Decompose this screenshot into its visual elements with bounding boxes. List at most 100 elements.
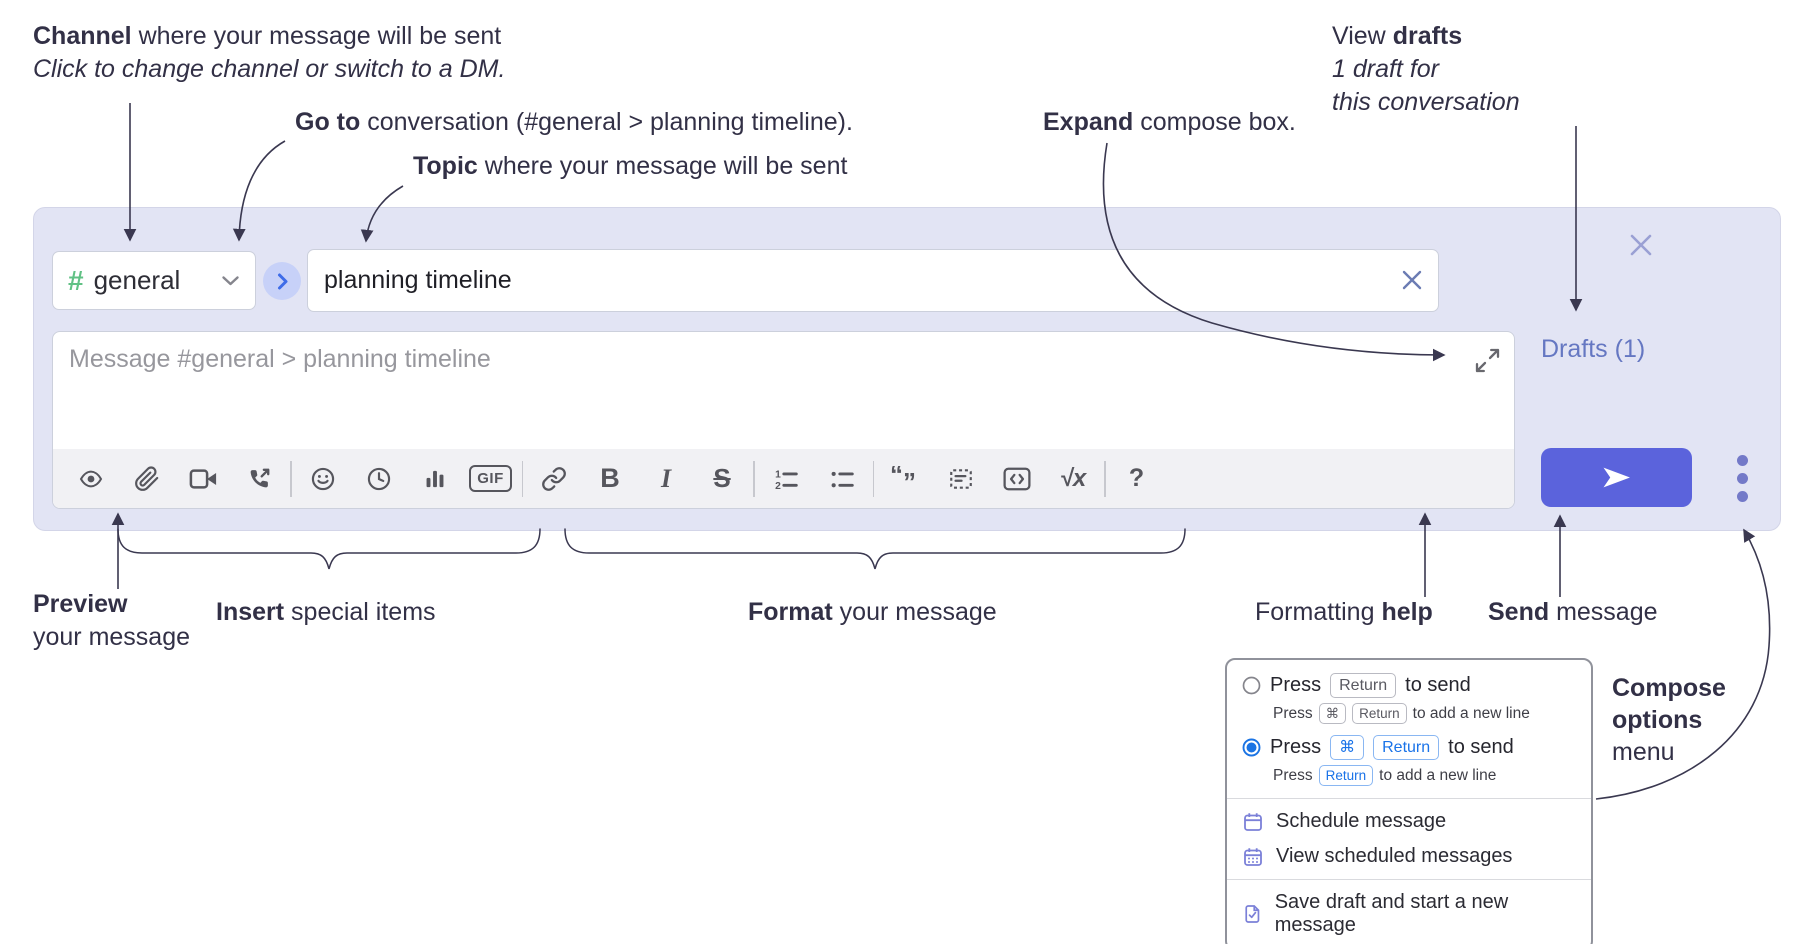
menu-text: Press	[1273, 766, 1313, 784]
strikethrough-icon[interactable]: S	[713, 463, 731, 493]
annotation-expand-lead: Expand	[1043, 108, 1134, 136]
annotation-insert: Insert special items	[216, 596, 436, 629]
compose-options-popup: Press Return to send Press ⌘ Return to a…	[1225, 658, 1593, 944]
drafts-link[interactable]: Drafts (1)	[1541, 335, 1646, 363]
option-enter-sends[interactable]: Press Return to send	[1227, 669, 1591, 702]
compose-box: # general	[33, 207, 1781, 531]
annotation-preview-line2: your message	[33, 623, 191, 651]
video-call-icon[interactable]	[175, 458, 231, 500]
preview-eye-icon[interactable]	[63, 458, 119, 500]
menu-divider	[1227, 879, 1591, 880]
spoiler-icon[interactable]	[933, 458, 989, 500]
key-return: Return	[1318, 765, 1374, 786]
annotation-compose-options-line3: menu	[1612, 738, 1675, 766]
annotation-compose-options-line1: Compose	[1612, 674, 1726, 702]
message-input[interactable]	[53, 332, 1514, 449]
toolbar-separator	[290, 460, 292, 497]
code-icon[interactable]	[989, 458, 1045, 500]
message-formatting-help-icon[interactable]: ?	[1128, 464, 1145, 492]
annotation-goto-lead: Go to	[295, 108, 361, 136]
menu-text: to add a new line	[1412, 704, 1530, 722]
clear-topic-icon[interactable]	[1399, 267, 1425, 293]
toolbar-separator	[872, 460, 874, 497]
annotation-drafts-lead: drafts	[1392, 22, 1463, 50]
key-return: Return	[1373, 735, 1440, 760]
menu-item-view-scheduled[interactable]: View scheduled messages	[1227, 839, 1591, 874]
italic-icon[interactable]: I	[660, 463, 672, 493]
annotation-channel-lead: Channel	[33, 22, 132, 50]
menu-item-schedule-message[interactable]: Schedule message	[1227, 804, 1591, 839]
attach-paperclip-icon[interactable]	[119, 458, 175, 500]
global-time-icon[interactable]	[351, 458, 407, 500]
menu-divider	[1227, 798, 1591, 799]
radio-selected-icon	[1242, 738, 1261, 757]
menu-text: Press	[1270, 674, 1322, 696]
channel-name: general	[93, 265, 181, 295]
menu-text: to send	[1405, 674, 1471, 696]
key-return: Return	[1352, 703, 1407, 724]
toolbar-separator	[753, 460, 755, 497]
send-button[interactable]	[1541, 448, 1692, 507]
save-draft-icon	[1245, 905, 1260, 923]
annotation-drafts-line2: 1 draft for	[1332, 55, 1439, 83]
close-compose-icon[interactable]	[1622, 226, 1660, 264]
menu-text: Press	[1273, 704, 1313, 722]
menu-text: to send	[1448, 736, 1514, 758]
annotation-insert-rest: special items	[284, 598, 436, 626]
emoji-icon[interactable]	[295, 458, 351, 500]
annotation-format: Format your message	[748, 596, 997, 629]
go-to-conversation-button[interactable]	[263, 262, 301, 300]
math-icon[interactable]: √x	[1059, 464, 1087, 492]
channel-selector[interactable]: # general	[52, 251, 256, 310]
topic-input[interactable]	[307, 249, 1439, 312]
expand-compose-icon[interactable]	[1474, 347, 1501, 374]
svg-text:1: 1	[775, 469, 781, 480]
link-icon[interactable]	[526, 458, 582, 500]
radio-unselected-icon	[1242, 676, 1261, 695]
annotation-goto-rest: conversation (#general > planning timeli…	[360, 108, 853, 136]
topic-input-wrap	[307, 249, 1439, 312]
gif-icon[interactable]: GIF	[463, 458, 519, 500]
annotation-drafts-pre: View	[1332, 22, 1393, 50]
annotation-help-pre: Formatting	[1255, 598, 1382, 626]
svg-text:2: 2	[775, 480, 781, 491]
annotation-preview: Preview your message	[33, 588, 190, 654]
annotation-formatting-help: Formatting help	[1255, 596, 1433, 629]
menu-item-label: Schedule message	[1276, 810, 1447, 832]
voice-call-icon[interactable]	[231, 458, 287, 500]
menu-item-label: View scheduled messages	[1276, 845, 1513, 867]
annotation-help-lead: help	[1381, 598, 1433, 626]
svg-text:”: ”	[903, 467, 916, 492]
menu-text: Press	[1270, 736, 1322, 758]
annotation-compose-options: Compose options menu	[1612, 672, 1726, 768]
annotation-insert-lead: Insert	[216, 598, 285, 626]
annotation-topic-lead: Topic	[413, 152, 478, 180]
key-return: Return	[1330, 673, 1397, 698]
option-enter-sends-hint: Press ⌘ Return to add a new line	[1227, 702, 1591, 731]
calendar-scheduled-icon	[1244, 847, 1262, 866]
annotation-view-drafts: View drafts 1 draft for this conversatio…	[1332, 20, 1520, 119]
key-cmd: ⌘	[1330, 735, 1365, 760]
paper-plane-icon	[1603, 467, 1630, 488]
annotation-topic-rest: where your message will be sent	[477, 152, 848, 180]
annotation-compose-options-line2: options	[1612, 706, 1703, 734]
svg-text:“: “	[890, 466, 903, 489]
annotation-expand-rest: compose box.	[1133, 108, 1296, 136]
annotation-format-rest: your message	[832, 598, 997, 626]
quote-icon[interactable]: “”	[877, 458, 933, 500]
menu-item-save-draft[interactable]: Save draft and start a new message	[1227, 885, 1591, 943]
annotation-preview-lead: Preview	[33, 590, 128, 618]
option-cmd-enter-sends[interactable]: Press ⌘ Return to send	[1227, 731, 1591, 764]
annotation-channel-sub: Click to change channel or switch to a D…	[33, 55, 506, 83]
annotation-topic: Topic where your message will be sent	[413, 150, 847, 183]
poll-icon[interactable]	[407, 458, 463, 500]
compose-options-menu-icon[interactable]	[1722, 452, 1762, 504]
channel-hash-icon: #	[68, 264, 84, 296]
bulleted-list-icon[interactable]	[814, 458, 870, 500]
chevron-right-icon	[277, 273, 287, 289]
bold-icon[interactable]: B	[600, 463, 620, 493]
annotation-goto: Go to conversation (#general > planning …	[295, 106, 853, 139]
annotation-channel-rest: where your message will be sent	[131, 22, 502, 50]
